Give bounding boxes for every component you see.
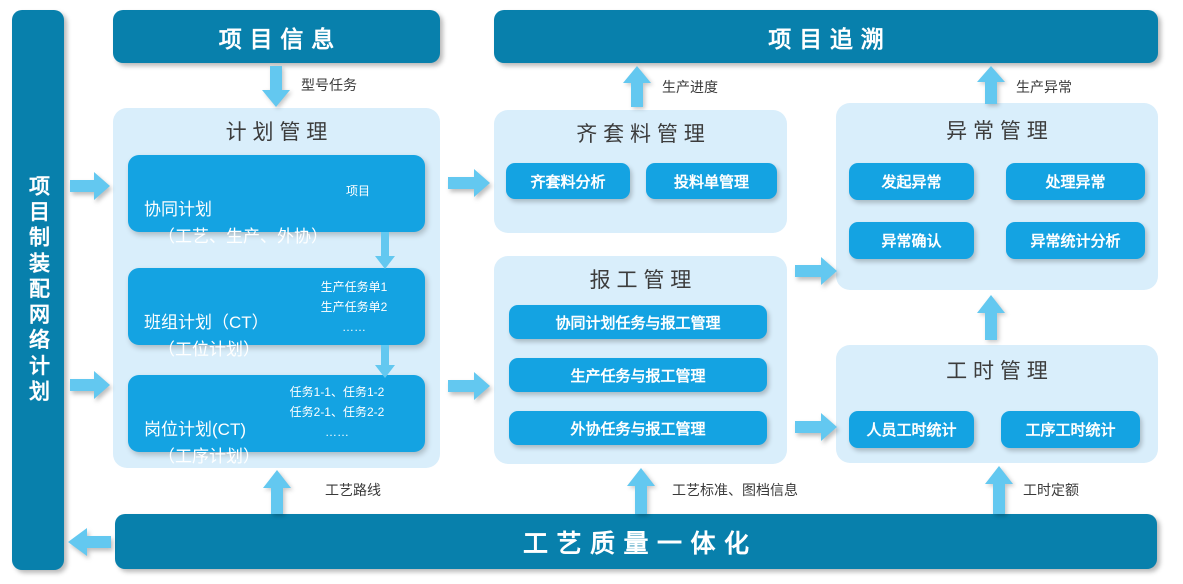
arrow-leftbar-to-collab-plan-icon — [70, 172, 110, 200]
chip-personnel-manhour-stats[interactable]: 人员工时统计 — [849, 411, 974, 448]
arrow-kitting-to-trace-icon — [623, 66, 651, 107]
card-post-plan[interactable]: 岗位计划(CT) （工序计划） 任务1-1、任务1-2 任务2-1、任务2-2 … — [128, 375, 425, 466]
edge-label-process-standard-doc: 工艺标准、图档信息 — [672, 482, 798, 498]
arrow-plan-to-reporting-icon — [448, 372, 490, 400]
card-team-plan-text: 班组计划（CT） （工位计划） — [144, 282, 269, 390]
card-team-plan[interactable]: 班组计划（CT） （工位计划） 生产任务单1 生产任务单2 …… — [128, 268, 425, 359]
card-collaborative-plan-note: 项目 — [345, 184, 370, 198]
edge-label-model-task: 型号任务 — [301, 77, 357, 93]
top-bar-project-trace[interactable]: 项目追溯 — [494, 10, 1158, 63]
left-vertical-bar[interactable]: 项目制装配网络计划 — [12, 10, 64, 570]
chip-feed-order-management[interactable]: 投料单管理 — [646, 163, 777, 199]
arrow-project-info-to-plan-icon — [262, 66, 290, 107]
card-post-plan-line1: 岗位计划(CT) — [144, 420, 246, 439]
chip-process-manhour-stats-label: 工序工时统计 — [1025, 422, 1116, 439]
chip-handle-exception[interactable]: 处理异常 — [1006, 163, 1145, 200]
connector-team-to-post-icon — [375, 345, 395, 378]
panel-manhour-management-title: 工时管理 — [946, 360, 1054, 383]
chip-exception-statistics[interactable]: 异常统计分析 — [1006, 222, 1145, 259]
chip-personnel-manhour-stats-label: 人员工时统计 — [866, 422, 957, 439]
chip-collab-task-reporting-label: 协同计划任务与报工管理 — [555, 314, 721, 332]
chip-confirm-exception-label: 异常确认 — [881, 233, 942, 250]
panel-kitting-management-title: 齐套料管理 — [576, 123, 711, 146]
chip-production-task-reporting-label: 生产任务与报工管理 — [570, 367, 706, 385]
card-collaborative-plan-line1: 协同计划 — [144, 200, 212, 219]
panel-work-reporting-title: 报工管理 — [589, 269, 698, 292]
panel-exception-management-title: 异常管理 — [946, 120, 1054, 143]
arrow-plan-to-kitting-icon — [448, 169, 490, 197]
card-team-plan-line2: （工位计划） — [158, 340, 260, 359]
chip-outsourcing-task-reporting[interactable]: 外协任务与报工管理 — [509, 411, 767, 445]
edge-label-manhour-quota: 工时定额 — [1023, 482, 1079, 498]
card-team-plan-line1: 班组计划（CT） — [144, 313, 269, 332]
arrow-bottombar-to-leftbar-icon — [68, 528, 111, 556]
chip-raise-exception-label: 发起异常 — [881, 174, 942, 191]
chip-collab-task-reporting[interactable]: 协同计划任务与报工管理 — [509, 305, 767, 339]
arrow-quality-to-plan-icon — [263, 470, 291, 514]
panel-plan-management-title: 计划管理 — [225, 121, 334, 144]
chip-exception-statistics-label: 异常统计分析 — [1030, 233, 1121, 250]
top-bar-project-info[interactable]: 项目信息 — [113, 10, 440, 63]
card-post-plan-text: 岗位计划(CT) （工序计划） — [144, 389, 260, 497]
edge-label-production-progress: 生产进度 — [662, 79, 718, 95]
top-bar-project-trace-label: 项目追溯 — [768, 25, 892, 52]
arrow-reporting-to-exception-icon — [795, 257, 837, 285]
chip-kitting-analysis[interactable]: 齐套料分析 — [506, 163, 630, 199]
card-team-plan-note: 生产任务单1 生产任务单2 …… — [320, 280, 388, 334]
top-bar-project-info-label: 项目信息 — [218, 25, 343, 52]
arrow-exception-to-trace-icon — [977, 66, 1005, 104]
chip-feed-order-management-label: 投料单管理 — [673, 173, 749, 191]
bottom-bar-label: 工艺质量一体化 — [522, 529, 758, 558]
card-post-plan-note: 任务1-1、任务1-2 任务2-1、任务2-2 …… — [289, 385, 385, 439]
card-collaborative-plan[interactable]: 协同计划 （工艺、生产、外协） 项目 — [128, 155, 425, 246]
chip-raise-exception[interactable]: 发起异常 — [849, 163, 974, 200]
chip-handle-exception-label: 处理异常 — [1045, 174, 1106, 191]
card-post-plan-line2: （工序计划） — [158, 447, 260, 466]
chip-production-task-reporting[interactable]: 生产任务与报工管理 — [509, 358, 767, 392]
arrow-manhour-to-exception-icon — [977, 295, 1005, 340]
arrow-quality-to-manhour-icon — [985, 466, 1013, 514]
chip-kitting-analysis-label: 齐套料分析 — [530, 173, 606, 191]
arrow-quality-to-reporting-icon — [627, 468, 655, 514]
arrow-reporting-to-manhour-icon — [795, 413, 837, 441]
left-vertical-bar-label: 项目制装配网络计划 — [26, 174, 50, 406]
bottom-bar-process-quality[interactable]: 工艺质量一体化 — [115, 514, 1157, 569]
card-collaborative-plan-text: 协同计划 （工艺、生产、外协） — [144, 169, 328, 277]
card-collaborative-plan-line2: （工艺、生产、外协） — [158, 227, 328, 246]
chip-outsourcing-task-reporting-label: 外协任务与报工管理 — [570, 420, 706, 438]
chip-process-manhour-stats[interactable]: 工序工时统计 — [1001, 411, 1140, 448]
edge-label-production-exception: 生产异常 — [1016, 79, 1072, 95]
edge-label-process-route: 工艺路线 — [325, 482, 381, 498]
connector-collab-to-team-icon — [375, 232, 395, 269]
arrow-leftbar-to-post-plan-icon — [70, 371, 110, 399]
chip-confirm-exception[interactable]: 异常确认 — [849, 222, 974, 259]
